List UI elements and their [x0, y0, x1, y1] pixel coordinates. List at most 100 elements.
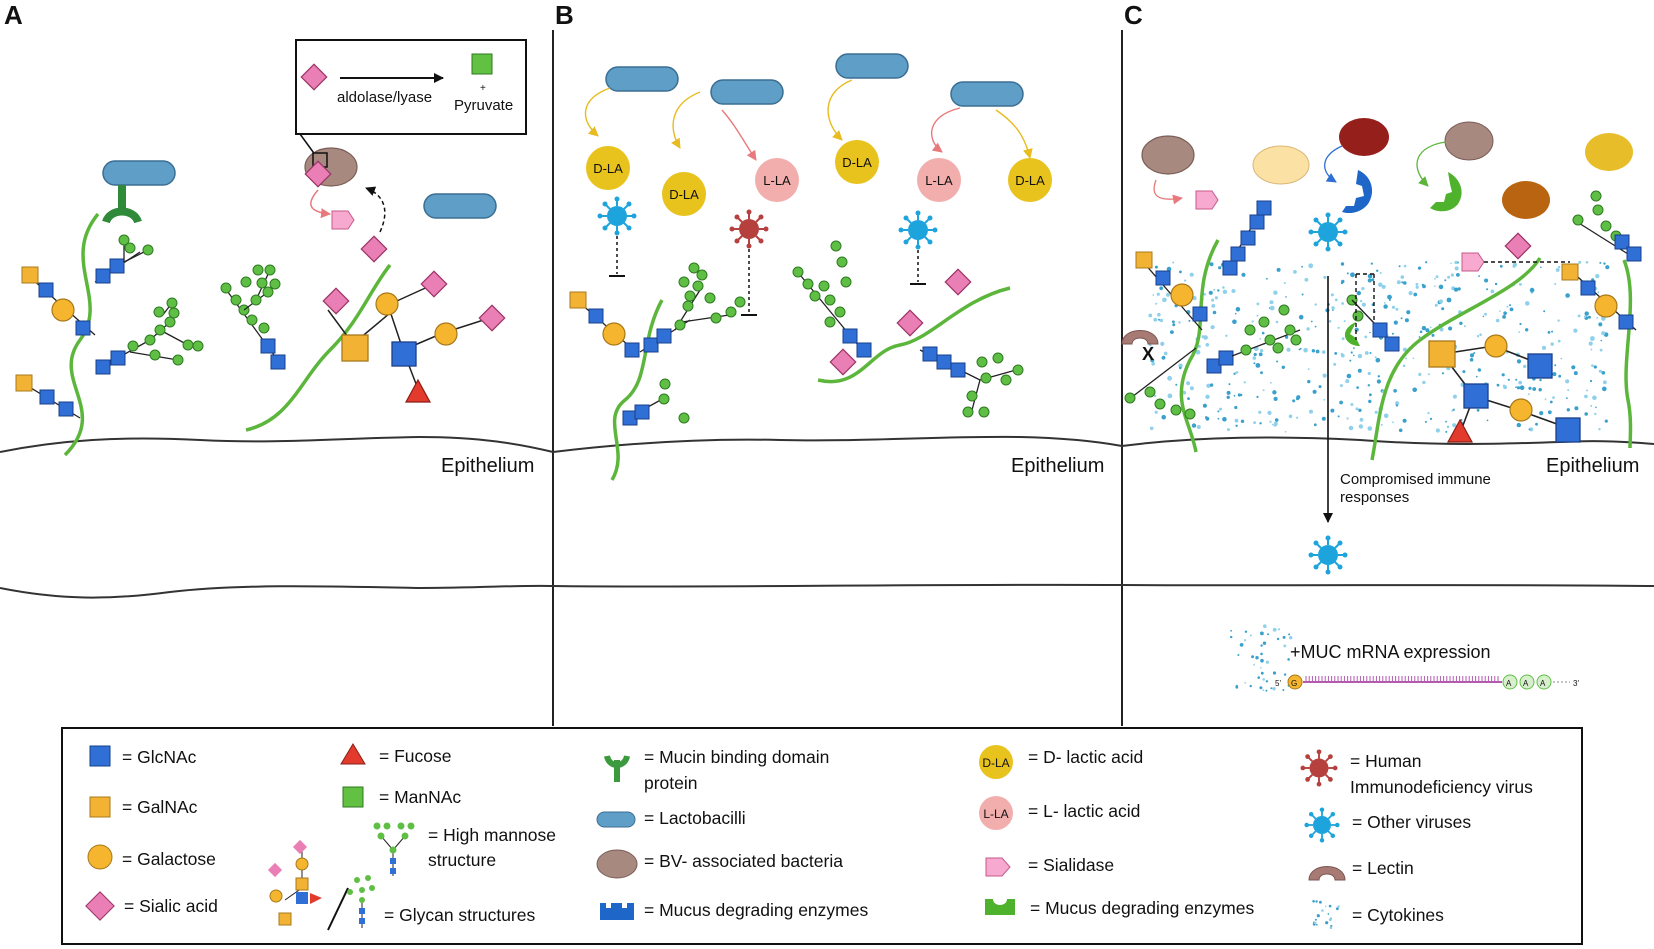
cytokine-dot [1484, 278, 1489, 283]
cytokine-dot [1269, 305, 1275, 311]
cytokine-dot [1303, 347, 1308, 353]
cytokine-dot [1444, 279, 1447, 282]
lectin-cross: X [1142, 344, 1154, 364]
cytokine-dot [1393, 320, 1398, 325]
cytokine-dot [1234, 418, 1239, 423]
cytokine-dot [1270, 687, 1273, 690]
lactic-acid-badge-1: D-LA [586, 146, 630, 190]
cytokine-dot [1379, 272, 1382, 274]
panel-b: D-LA D-LA L-LA D-LA L-LA D-LA [569, 53, 1052, 481]
cytokine-dot [1380, 423, 1383, 426]
cytokine-dot [1456, 273, 1460, 277]
cytokine-dot [1276, 360, 1279, 363]
cytokine-dot [1260, 667, 1262, 669]
svg-text:= Mucus degrading enzymes: = Mucus degrading enzymes [1030, 898, 1254, 918]
cytokine-dot [1361, 302, 1366, 307]
cytokine-dot [1359, 417, 1364, 422]
svg-text:= D- lactic acid: = D- lactic acid [1028, 747, 1143, 767]
legend-item-glycan: = Glycan structures [267, 839, 535, 931]
cytokine-dot [1191, 423, 1197, 428]
cytokine-dot [1412, 357, 1415, 360]
lactic-acid-badge-4: D-LA [835, 140, 879, 184]
cytokine-dot [1222, 286, 1225, 289]
cytokine-dot [1434, 303, 1438, 307]
cytokine-dot [1547, 410, 1552, 415]
cytokine-dot [1371, 278, 1375, 282]
cytokine-dot [1519, 283, 1522, 286]
cytokine-dot [1558, 374, 1562, 378]
cytokine-dot [1150, 358, 1155, 363]
cytokine-dot [1501, 373, 1505, 377]
cytokine-dot [1445, 420, 1447, 423]
cytokine-dot [1312, 900, 1315, 903]
cytokine-dot [1328, 904, 1332, 908]
cytokine-dot [1463, 325, 1466, 328]
cytokine-dot [1584, 315, 1587, 318]
cytokine-dot [1506, 351, 1508, 354]
cytokine-dot [1283, 644, 1287, 648]
cytokine-dot [1332, 309, 1334, 312]
cytokine-dot [1587, 315, 1591, 319]
cytokine-dot [1571, 365, 1576, 370]
cytokine-dot [1438, 284, 1444, 290]
cytokine-dot [1178, 321, 1181, 324]
cytokine-dot [1292, 399, 1296, 403]
cytokine-dot [1415, 285, 1419, 289]
cytokine-dot [1237, 654, 1240, 656]
cytokine-dot [1309, 409, 1313, 414]
cytokine-dot [1272, 671, 1277, 675]
svg-text:protein: protein [644, 773, 698, 793]
cytokine-dot [1311, 349, 1316, 353]
panel-letter-b: B [555, 0, 574, 30]
cytokine-dot [1316, 914, 1320, 918]
cytokine-dot [1275, 320, 1279, 324]
panel-a: aldolase/lyase + Pyruvate [15, 39, 527, 457]
cytokine-dot [1544, 398, 1547, 400]
lactic-acid-badge-3: L-LA [755, 158, 799, 202]
cytokine-dot [1503, 311, 1507, 316]
high-mannose-icon [373, 822, 415, 876]
svg-text:L-LA: L-LA [983, 807, 1008, 821]
glcnac-icon [89, 745, 111, 767]
epithelium-label-a: Epithelium [441, 455, 534, 477]
cytokine-dot [1321, 909, 1324, 912]
cytokine-dot [1584, 311, 1589, 316]
cytokine-dot [1233, 394, 1236, 397]
cytokine-dot [1567, 389, 1570, 392]
cytokine-dot [1592, 395, 1597, 401]
cytokine-dot [1258, 352, 1263, 357]
cytokine-dot [1284, 431, 1287, 433]
cytokine-dot [1271, 423, 1274, 426]
poly-a-tail: A A A [1502, 674, 1570, 690]
mrna-strand [1303, 676, 1502, 683]
cytokine-dot [1226, 390, 1231, 395]
cytokine-dot [1478, 275, 1480, 277]
cytokine-dot [1364, 351, 1369, 355]
cytokine-dot [1557, 339, 1561, 343]
cytokine-dot [1288, 414, 1293, 419]
cytokine-dot [1235, 684, 1239, 688]
cytokine-dot [1276, 637, 1280, 641]
legend-box [61, 727, 1583, 945]
cytokine-dot [1377, 375, 1381, 378]
bv-bacteria-icon [596, 849, 638, 879]
cytokine-dot [1256, 302, 1260, 306]
cytokine-dot [1341, 337, 1345, 341]
cytokine-dot [1323, 275, 1327, 279]
cytokine-dot [1231, 289, 1236, 293]
cytokine-dot [1159, 318, 1164, 323]
cytokine-dot [1262, 678, 1265, 681]
cytokine-dot [1528, 386, 1532, 390]
cytokine-dot [1446, 297, 1452, 303]
cytokine-dot [1251, 320, 1254, 323]
cytokine-dot [1189, 386, 1194, 391]
cytokine-dot [1375, 357, 1381, 363]
cytokine-dot [1597, 291, 1600, 294]
cytokine-dot [1356, 290, 1362, 296]
hiv-icon [728, 208, 770, 250]
cytokine-dot [1565, 379, 1570, 384]
cytokine-dot [1357, 353, 1363, 359]
cytokine-dot [1273, 290, 1278, 295]
cytokine-dot [1412, 387, 1417, 393]
svg-text:= Sialic acid: = Sialic acid [124, 896, 218, 916]
